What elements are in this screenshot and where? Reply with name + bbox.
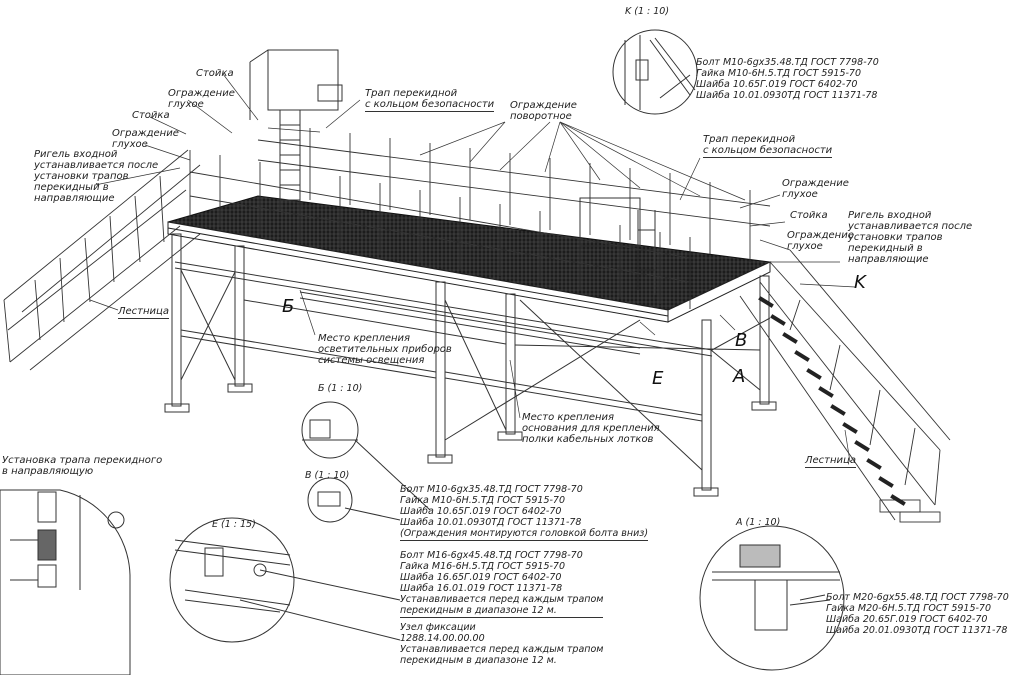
detail-title-b: Б (1 : 10) xyxy=(318,383,363,394)
spec-k: Болт М10-6gх35.48.ТД ГОСТ 7798-70 Гайка … xyxy=(696,57,879,101)
right-stair-treads xyxy=(758,296,906,506)
detail-title-k: K (1 : 10) xyxy=(625,6,670,17)
detail-views xyxy=(0,29,845,675)
label-ograzhdenie-glukhoe-r2: Ограждение глухое xyxy=(787,230,854,252)
view-letter-a: А xyxy=(733,366,746,387)
spec-uzel: Узел фиксации 1288.14.00.00.00 Устанавли… xyxy=(400,622,604,666)
label-stoyka-right: Стойка xyxy=(790,210,828,221)
label-mesto-osv: Место крепления осветительных приборов с… xyxy=(318,333,452,366)
support-frame xyxy=(164,233,777,497)
detail-title-a: А (1 : 10) xyxy=(736,517,781,528)
label-trap-top: Трап перекидной с кольцом безопасности xyxy=(365,88,495,112)
label-lestnitsa-left: Лестница xyxy=(118,306,169,319)
leader-lines xyxy=(89,73,856,463)
label-mesto-kab: Место крепления основания для крепления … xyxy=(522,412,660,445)
view-letter-k: K xyxy=(854,272,866,293)
label-ograzhdenie-povorotnoe: Ограждение поворотное xyxy=(510,100,577,122)
platform-deck xyxy=(167,195,772,323)
ladder-tower xyxy=(249,49,656,295)
spec-a: Болт М20-6gх55.48.ТД ГОСТ 7798-70 Гайка … xyxy=(826,592,1009,636)
label-stoyka-top: Стойка xyxy=(196,68,234,79)
label-trap-right: Трап перекидной с кольцом безопасности xyxy=(703,134,833,158)
label-lestnitsa-right: Лестница xyxy=(805,455,856,468)
left-stair xyxy=(3,149,201,371)
label-rigel-right: Ригель входной устанавливается после уст… xyxy=(848,210,973,265)
spec-bv: Болт М10-6gх35.48.ТД ГОСТ 7798-70 Гайка … xyxy=(400,484,649,541)
label-ograzhdenie-glukhoe-2: Ограждение глухое xyxy=(112,128,179,150)
right-stair xyxy=(739,249,951,523)
label-stoyka-left: Стойка xyxy=(132,110,170,121)
label-ustanovka-trapa: Установка трапа перекидного в направляющ… xyxy=(2,455,163,477)
detail-title-e: Е (1 : 15) xyxy=(212,519,256,530)
view-letter-e: Е xyxy=(652,368,664,389)
railings xyxy=(189,128,771,309)
label-ograzhdenie-glukhoe-r1: Ограждение глухое xyxy=(782,178,849,200)
label-rigel-left: Ригель входной устанавливается после уст… xyxy=(34,149,159,204)
spec-e: Болт М16-6gх45.48.ТД ГОСТ 7798-70 Гайка … xyxy=(400,550,604,618)
detail-title-v: В (1 : 10) xyxy=(305,470,350,481)
view-letter-b: Б xyxy=(282,296,295,317)
view-letter-v: В xyxy=(735,330,748,351)
label-ograzhdenie-glukhoe-1: Ограждение глухое xyxy=(168,88,235,110)
